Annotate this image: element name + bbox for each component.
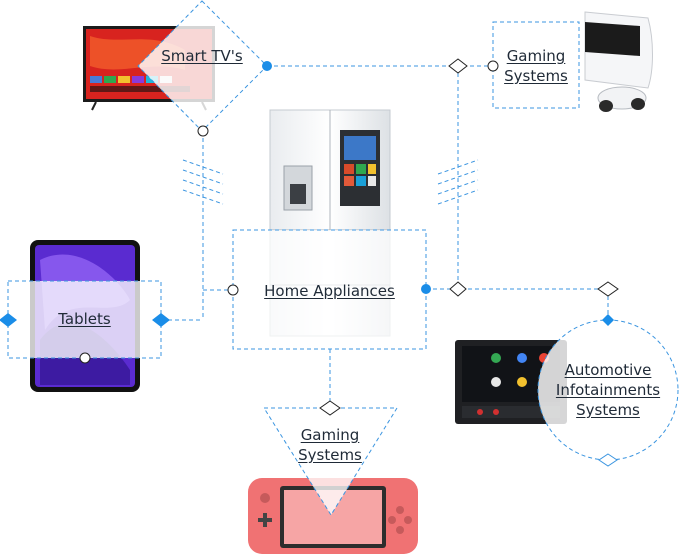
port-diamond [449, 281, 467, 297]
port-diamond-filled [152, 313, 170, 327]
connectors [161, 65, 609, 408]
port-circle [487, 60, 499, 72]
port-circle [227, 284, 239, 296]
smart-tv-frame[interactable] [137, 0, 268, 132]
port-dot [421, 284, 431, 294]
port-diamond-filled [602, 314, 614, 326]
port-dot [262, 61, 272, 71]
fridge-icon [269, 109, 391, 337]
gaming-systems-bottom-label: Gaming Systems [298, 426, 362, 464]
smart-tv-label: Smart TV's [161, 47, 243, 65]
tablets-frame[interactable] [7, 280, 162, 359]
port-diamond [597, 281, 619, 297]
gaming-systems-top-label: Gaming Systems [504, 47, 568, 85]
port-circle [197, 125, 209, 137]
home-appliances-frame[interactable] [232, 229, 427, 350]
port-diamond [448, 58, 468, 74]
hatch-marks [182, 159, 479, 205]
port-diamond [319, 400, 341, 416]
tablets-label: Tablets [58, 310, 111, 328]
ports [0, 58, 619, 467]
home-appliances-label: Home Appliances [264, 282, 395, 300]
port-circle [79, 352, 91, 364]
console-icon [584, 11, 653, 112]
gaming-systems-top-frame[interactable] [492, 21, 580, 109]
automotive-label: Automotive Infotainments Systems [555, 361, 661, 419]
port-diamond-filled [0, 313, 17, 327]
port-diamond-outline [598, 453, 618, 467]
